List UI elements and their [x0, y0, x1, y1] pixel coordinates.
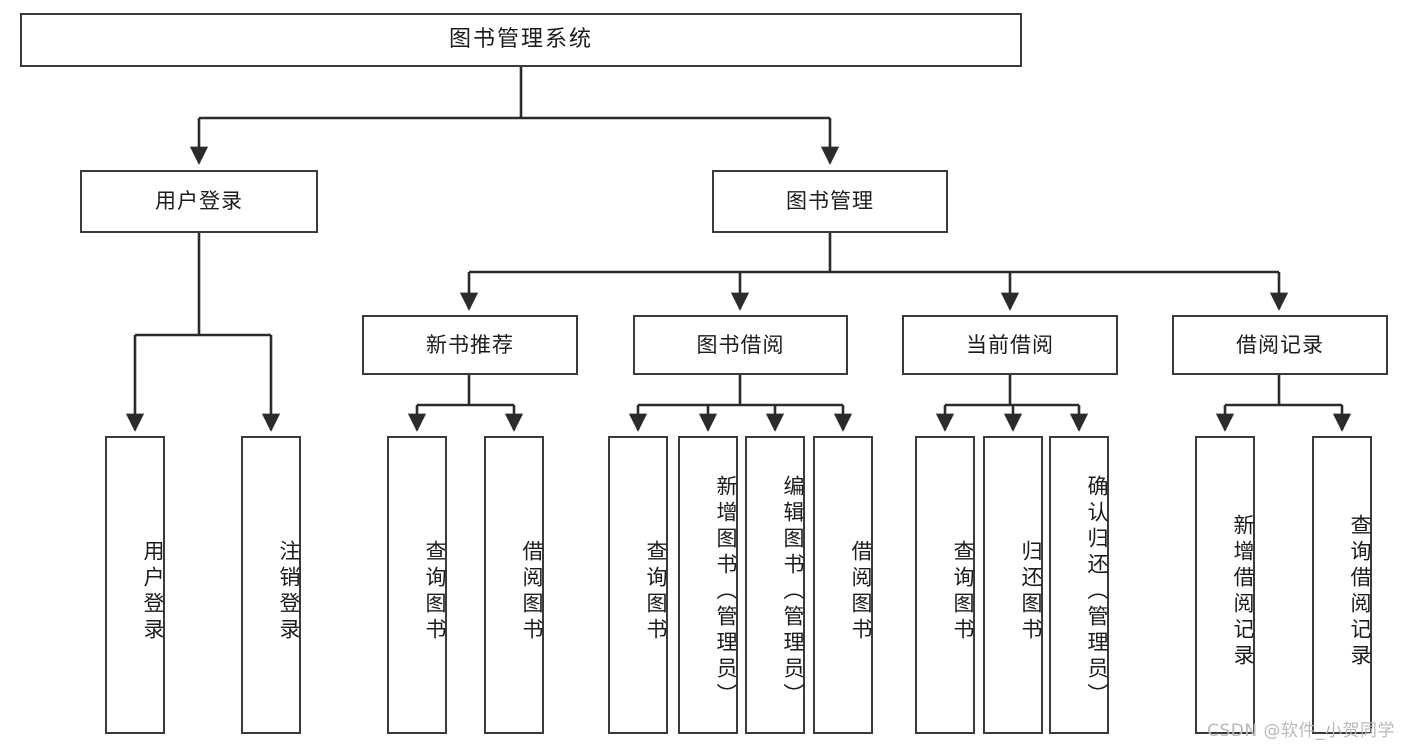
- leaf-query-book-new-rec[interactable]: 查询图书: [387, 436, 447, 734]
- leaf-query-borrow-record[interactable]: 查询借阅记录: [1312, 436, 1372, 734]
- leaf-query-book-current[interactable]: 查询图书: [915, 436, 975, 734]
- leaf-borrow-book-new-rec[interactable]: 借阅图书: [484, 436, 544, 734]
- leaf-add-borrow-record[interactable]: 新增借阅记录: [1195, 436, 1255, 734]
- node-book-borrowing[interactable]: 图书借阅: [633, 315, 848, 375]
- node-new-book-recommendation[interactable]: 新书推荐: [362, 315, 578, 375]
- leaf-confirm-return-admin[interactable]: 确认归还（管理员）: [1049, 436, 1109, 734]
- leaf-edit-book-admin[interactable]: 编辑图书（管理员）: [745, 436, 805, 734]
- node-borrowing-record[interactable]: 借阅记录: [1172, 315, 1388, 375]
- leaf-add-book-admin[interactable]: 新增图书（管理员）: [678, 436, 738, 734]
- leaf-user-login[interactable]: 用户登录: [105, 436, 165, 734]
- leaf-borrow-book-borrowing[interactable]: 借阅图书: [813, 436, 873, 734]
- leaf-query-book-borrowing[interactable]: 查询图书: [608, 436, 668, 734]
- node-root-book-management-system[interactable]: 图书管理系统: [20, 13, 1022, 67]
- leaf-user-logout[interactable]: 注销登录: [241, 436, 301, 734]
- csdn-watermark: CSDN @软件_小贺同学: [1207, 721, 1395, 741]
- node-current-borrowing[interactable]: 当前借阅: [902, 315, 1118, 375]
- node-user-login[interactable]: 用户登录: [80, 170, 318, 233]
- node-book-management[interactable]: 图书管理: [712, 170, 948, 233]
- leaf-return-book[interactable]: 归还图书: [983, 436, 1043, 734]
